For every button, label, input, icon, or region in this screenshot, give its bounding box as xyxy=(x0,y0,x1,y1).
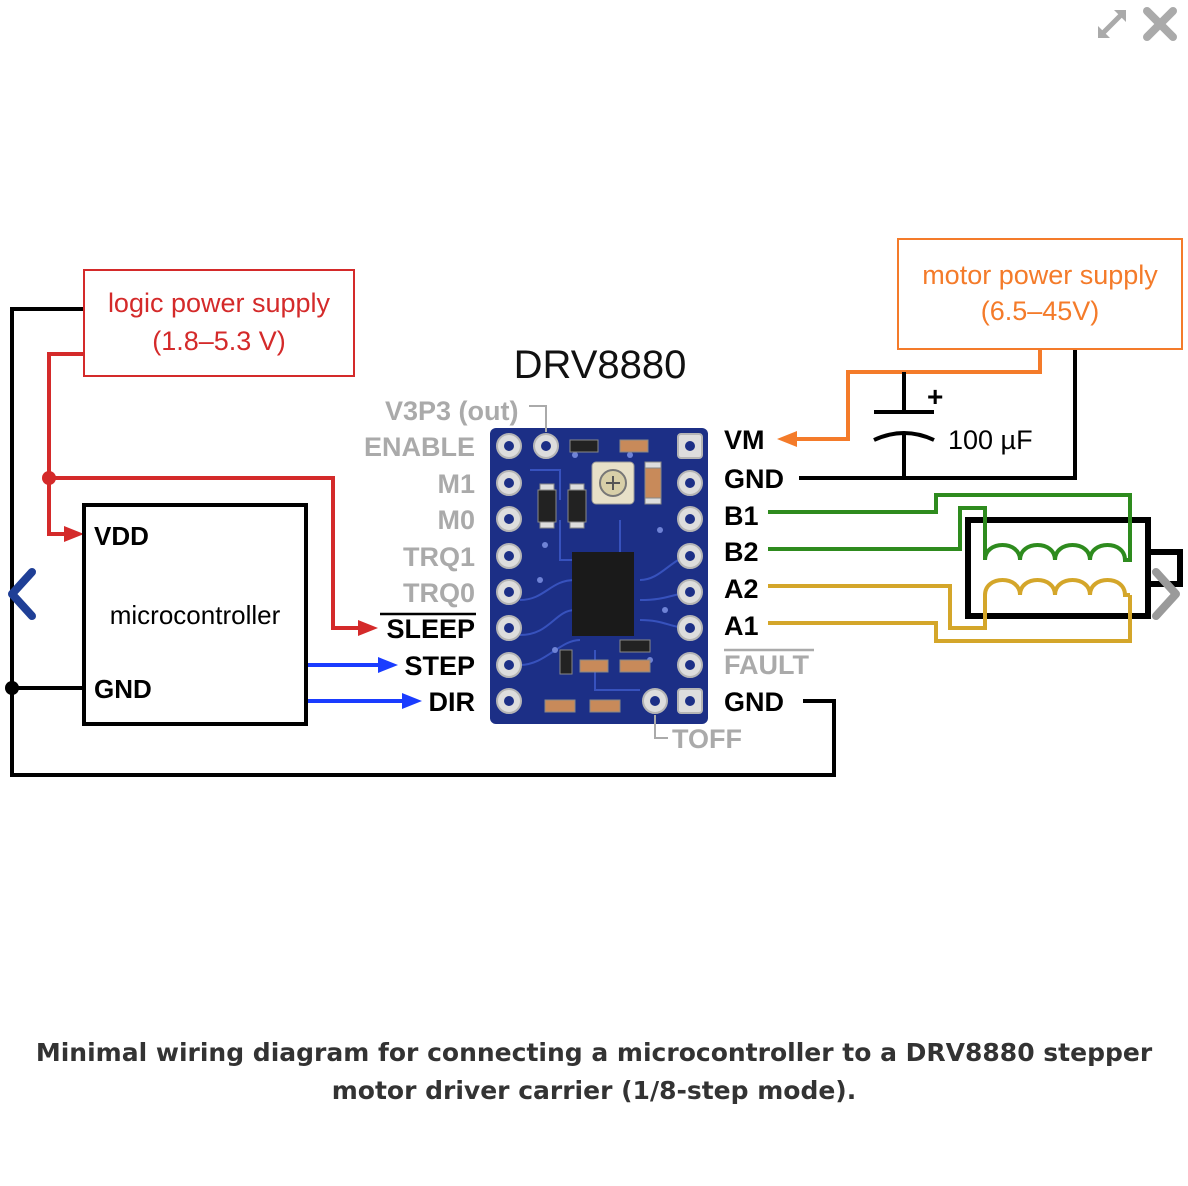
ground-junction-dot xyxy=(5,681,19,695)
chip-title: DRV8880 xyxy=(514,343,687,387)
dir-arrow xyxy=(402,693,422,709)
stepper-motor xyxy=(965,517,1183,619)
wiring-diagram: + 100 µF logic power supply (1.8–5.3 V) … xyxy=(5,238,1183,777)
pin-v3p3: V3P3 (out) xyxy=(385,396,519,426)
signal-wires xyxy=(307,663,406,703)
capacitor-polarity: + xyxy=(927,381,943,412)
right-pin-labels: VM GND B1 B2 A2 A1 FAULT GND TOFF xyxy=(672,425,809,754)
mcu-gnd-label: GND xyxy=(94,674,152,704)
close-x-icon xyxy=(1143,7,1177,41)
logic-power-wires xyxy=(47,352,362,630)
pin-b1: B1 xyxy=(724,501,759,531)
pin-toff: TOFF xyxy=(672,724,742,754)
pin-trq1: TRQ1 xyxy=(403,542,475,572)
pin-dir: DIR xyxy=(429,687,476,717)
image-caption: Minimal wiring diagram for connecting a … xyxy=(35,1038,1153,1105)
chevron-right-icon xyxy=(1152,568,1180,620)
logic-power-supply: logic power supply (1.8–5.3 V) xyxy=(83,269,355,377)
previous-image-button[interactable] xyxy=(2,566,42,622)
pin-a2: A2 xyxy=(724,574,759,604)
pin-gnd-bottom: GND xyxy=(724,687,784,717)
pin-gnd-top: GND xyxy=(724,464,784,494)
motor-power-wires xyxy=(795,350,1042,441)
pin-fault: FAULT xyxy=(724,650,809,680)
pin-m1: M1 xyxy=(437,469,475,499)
expand-arrows-icon xyxy=(1098,10,1126,38)
next-image-button[interactable] xyxy=(1146,566,1186,622)
pin-sleep: SLEEP xyxy=(386,614,475,644)
v3p3-leader xyxy=(529,405,547,432)
motor-supply-title: motor power supply xyxy=(922,260,1158,290)
coil-a-wires xyxy=(768,578,1132,643)
logic-supply-range: (1.8–5.3 V) xyxy=(152,326,286,356)
vm-arrow xyxy=(777,431,797,447)
pin-vm: VM xyxy=(724,425,765,455)
coil-b-wires xyxy=(768,493,1132,562)
logic-junction-dot xyxy=(42,471,56,485)
motor-power-supply: motor power supply (6.5–45V) xyxy=(897,238,1183,350)
close-button[interactable] xyxy=(1140,4,1180,44)
left-pin-labels: V3P3 (out) ENABLE M1 M0 TRQ1 TRQ0 SLEEP … xyxy=(364,396,519,717)
motor-supply-range: (6.5–45V) xyxy=(981,296,1100,326)
mcu-label: microcontroller xyxy=(110,600,281,630)
capacitor-label: 100 µF xyxy=(948,425,1033,455)
microcontroller-block: VDD microcontroller GND xyxy=(82,503,308,726)
pin-m0: M0 xyxy=(437,505,475,535)
logic-supply-title: logic power supply xyxy=(108,288,331,318)
sleep-arrow xyxy=(358,620,378,636)
pin-a1: A1 xyxy=(724,611,759,641)
pin-step: STEP xyxy=(404,651,475,681)
mcu-vdd-label: VDD xyxy=(94,521,149,551)
pin-trq0: TRQ0 xyxy=(403,578,475,608)
pin-b2: B2 xyxy=(724,537,759,567)
driver-board xyxy=(490,428,708,724)
toff-leader xyxy=(654,715,668,739)
chevron-left-icon xyxy=(8,568,36,620)
expand-button[interactable] xyxy=(1092,4,1132,44)
vdd-arrow xyxy=(64,526,84,542)
ground-wires xyxy=(10,307,1077,777)
capacitor xyxy=(873,372,935,478)
pin-enable: ENABLE xyxy=(364,432,475,462)
step-arrow xyxy=(378,657,398,673)
